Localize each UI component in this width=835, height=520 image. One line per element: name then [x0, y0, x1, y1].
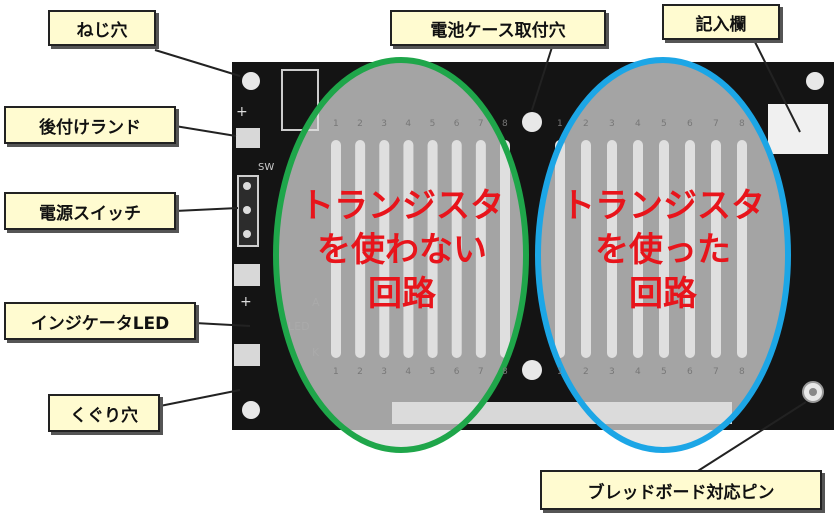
screw-hole-top-left	[242, 72, 260, 90]
leader-breadboard-pin	[689, 401, 807, 477]
sw-label: SW	[258, 162, 274, 173]
column-number-label: 4	[405, 119, 411, 129]
plus-label-top: +	[236, 104, 248, 120]
column-number-label: 8	[502, 367, 508, 377]
anode-label: A	[312, 296, 320, 309]
left-region-label: トランジスタ を使わない 回路	[282, 186, 522, 314]
column-number-label: 2	[357, 367, 363, 377]
column-number-label: 6	[454, 367, 460, 377]
led-pad-bottom	[234, 344, 260, 366]
leader-power-switch	[174, 207, 239, 212]
cathode-label: K	[312, 346, 320, 359]
column-number-label: 8	[739, 367, 745, 377]
left-region-line3: 回路	[368, 274, 436, 314]
callout-power-switch: 電源スイッチ	[4, 192, 176, 230]
column-number-label: 3	[609, 119, 615, 129]
callout-retrofit-land: 後付けランド	[4, 106, 176, 144]
battery-case-hole	[522, 112, 542, 132]
leader-battery-hole	[531, 43, 554, 111]
column-number-label: 8	[502, 119, 508, 129]
column-number-label: 5	[430, 367, 436, 377]
leader-retrofit-land	[174, 125, 237, 137]
leader-screw-hole	[154, 49, 241, 77]
right-region-line1: トランジスタ	[561, 186, 765, 226]
left-circuit-region	[273, 57, 529, 453]
column-number-label: 4	[635, 367, 641, 377]
right-region-line2: を使った	[595, 230, 731, 270]
leader-entry-field	[754, 41, 801, 133]
column-number-label: 1	[557, 367, 563, 377]
right-region-line3: 回路	[629, 274, 697, 314]
column-number-label: 8	[739, 119, 745, 129]
retrofit-land-pad	[236, 128, 260, 148]
column-number-label: 1	[557, 119, 563, 129]
plus-label-bottom: +	[240, 294, 252, 310]
callout-entry-field: 記入欄	[662, 4, 780, 40]
column-number-label: 2	[357, 119, 363, 129]
led-label: LED	[288, 320, 310, 333]
column-numbers: 1 1 2 2 3 3 4 4 5 5 6 6 7 7 8 8 1 1 2 2 3 3 4 4 5 5 6 6 7 7 8 8	[333, 119, 745, 377]
column-number-label: 7	[713, 119, 719, 129]
column-number-label: 6	[454, 119, 460, 129]
left-region-line2: を使わない	[317, 230, 487, 270]
column-number-label: 1	[333, 119, 339, 129]
column-number-label: 2	[583, 367, 589, 377]
led-pad-top	[234, 264, 260, 286]
column-number-label: 2	[583, 119, 589, 129]
column-number-label: 3	[381, 119, 387, 129]
column-number-label: 3	[381, 367, 387, 377]
screw-hole-top-right	[806, 72, 824, 90]
column-number-label: 7	[713, 367, 719, 377]
right-region-label: トランジスタ を使った 回路	[543, 186, 783, 314]
column-number-label: 7	[478, 367, 484, 377]
top-connector	[281, 69, 319, 131]
column-number-label: 1	[333, 367, 339, 377]
column-number-label: 7	[478, 119, 484, 129]
column-number-label: 3	[609, 367, 615, 377]
callout-screw-hole: ねじ穴	[48, 10, 156, 46]
column-number-label: 5	[661, 367, 667, 377]
callout-battery-case-hole: 電池ケース取付穴	[390, 10, 606, 46]
left-region-line1: トランジスタ	[300, 186, 504, 226]
column-number-label: 6	[687, 119, 693, 129]
screw-hole-bottom-left	[242, 401, 260, 419]
column-number-label: 6	[687, 367, 693, 377]
column-number-label: 4	[405, 367, 411, 377]
column-number-label: 5	[661, 119, 667, 129]
leader-thru-hole	[159, 389, 241, 407]
callout-indicator-led: インジケータLED	[4, 302, 196, 340]
callout-breadboard-pin: ブレッドボード対応ピン	[540, 470, 822, 510]
column-number-label: 4	[635, 119, 641, 129]
leader-indicator-led	[194, 322, 251, 327]
column-number-label: 5	[430, 119, 436, 129]
right-circuit-region	[535, 57, 791, 453]
callout-thru-hole: くぐり穴	[48, 394, 160, 432]
